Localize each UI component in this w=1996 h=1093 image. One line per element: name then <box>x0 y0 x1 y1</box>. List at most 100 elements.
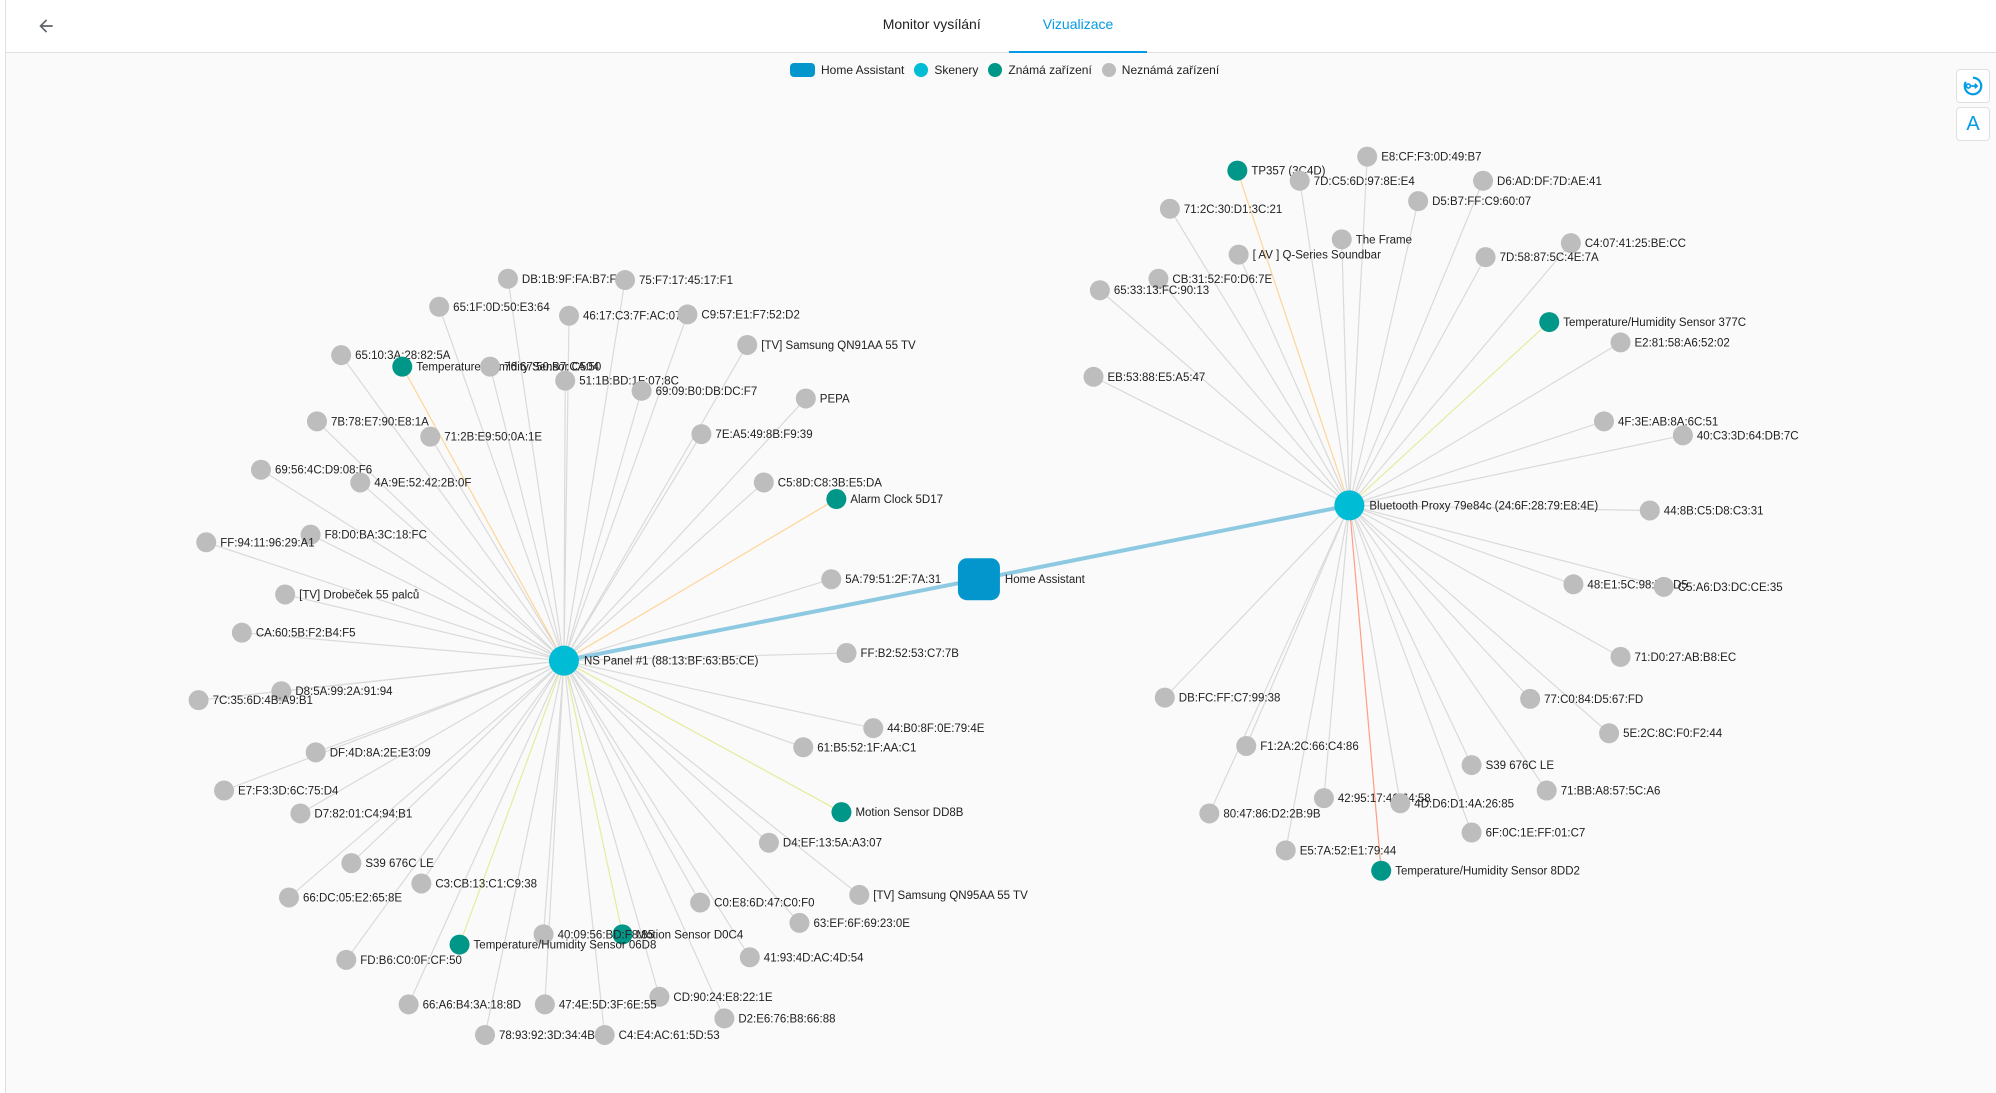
unknown-device-node[interactable]: 41:93:4D:AC:4D:54 <box>739 947 864 968</box>
legend-scanners[interactable]: Skenery <box>914 63 978 77</box>
known-device-node[interactable]: TP357 (3C4D) <box>1227 160 1326 181</box>
unknown-device-node[interactable]: E8:CF:F3:0D:49:B7 <box>1357 146 1482 167</box>
unknown-device-node[interactable]: 75:F7:17:45:17:F1 <box>615 270 733 291</box>
unknown-device-node[interactable]: C0:E8:6D:47:C0:F0 <box>690 892 815 913</box>
unknown-device-node[interactable]: 51:1B:BD:1F:07:8C <box>555 370 679 391</box>
unknown-device-node[interactable]: C5:8D:C8:3B:E5:DA <box>753 472 883 493</box>
unknown-device-node[interactable]: 7E:A5:49:8B:F9:39 <box>691 424 813 445</box>
unknown-device-node[interactable]: 7D:58:87:5C:4E:7A <box>1475 247 1599 268</box>
unknown-device-node[interactable]: 71:BB:A8:57:5C:A6 <box>1536 780 1661 801</box>
unknown-device-node[interactable]: 7B:78:E7:90:E8:1A <box>306 411 429 432</box>
home-assistant-node[interactable]: Home Assistant <box>957 558 1086 601</box>
unknown-device-node[interactable]: DF:4D:8A:2E:E3:09 <box>305 742 431 763</box>
unknown-device-node[interactable]: D6:AD:DF:7D:AE:41 <box>1473 170 1602 191</box>
unknown-device-node[interactable]: 66:A6:B4:3A:18:8D <box>398 994 521 1015</box>
unknown-device-node[interactable]: The Frame <box>1331 229 1412 250</box>
unknown-device-node[interactable]: 69:09:B0:DB:DC:F7 <box>631 380 758 401</box>
unknown-device-node[interactable]: F1:2A:2C:66:C4:86 <box>1236 735 1359 756</box>
unknown-device-node[interactable]: S39 676C LE <box>341 853 434 874</box>
unknown-device-node[interactable]: 5E:2C:8C:F0:F2:44 <box>1599 723 1723 744</box>
unknown-device-node[interactable]: [TV] Drobeček 55 palců <box>275 584 419 605</box>
device-edge <box>563 660 842 813</box>
unknown-device-node[interactable]: PEPA <box>795 388 850 409</box>
unknown-device-node[interactable]: 47:4E:5D:3F:6E:55 <box>534 994 657 1015</box>
scanner-node[interactable]: Bluetooth Proxy 79e84c (24:6F:28:79:E8:4… <box>1334 490 1598 521</box>
node-label: EB:53:88:E5:A5:47 <box>1108 372 1206 384</box>
unknown-device-node[interactable]: 76:67:50:B7:CA:50 <box>480 356 601 377</box>
unknown-device-node[interactable]: 4F:3E:AB:8A:6C:51 <box>1593 411 1718 432</box>
known-device-node[interactable]: Motion Sensor D0C4 <box>612 924 744 945</box>
unknown-device-node[interactable]: 4D:D6:D1:4A:26:85 <box>1390 793 1514 814</box>
unknown-device-node[interactable]: 65:1F:0D:50:E3:64 <box>429 296 550 317</box>
legend-unknown-devices[interactable]: Neznámá zařízení <box>1101 63 1220 77</box>
unknown-device-node[interactable]: 42:95:17:46:64:58 <box>1313 788 1431 809</box>
unknown-device-node[interactable]: 7D:C5:6D:97:8E:E4 <box>1289 170 1416 191</box>
unknown-device-node[interactable]: 46:17:C3:7F:AC:07 <box>559 305 681 326</box>
unknown-device-node[interactable]: 65:33:13:FC:90:13 <box>1089 280 1209 301</box>
legend-known-devices[interactable]: Známá zařízení <box>988 63 1092 77</box>
unknown-device-node[interactable]: CD:90:24:E8:22:1E <box>649 986 773 1007</box>
unknown-device-node[interactable]: DB:1B:9F:FA:B7:FB <box>497 268 625 289</box>
known-device-node[interactable]: Temperature/Humidity Sensor 377C <box>1539 312 1746 333</box>
unknown-device-node[interactable]: DB:FC:FF:C7:99:38 <box>1154 687 1281 708</box>
known-device-node[interactable]: Motion Sensor DD8B <box>831 802 964 823</box>
scanner-node[interactable]: NS Panel #1 (88:13:BF:63:B5:CE) <box>548 645 759 676</box>
unknown-device-node[interactable]: CB:31:52:F0:D6:7E <box>1148 268 1272 289</box>
unknown-device-node[interactable]: [TV] Samsung QN95AA 55 TV <box>849 884 1028 905</box>
known-device-node[interactable]: Temperature/Humidity Sensor 8DD2 <box>1371 860 1580 881</box>
unknown-device-node[interactable]: 7C:35:6D:4B:A9:B1 <box>188 690 313 711</box>
unknown-device-node[interactable]: 40:09:56:BD:F8:85 <box>533 924 655 945</box>
unknown-device-node[interactable]: 71:2C:30:D1:3C:21 <box>1159 198 1282 219</box>
known-device-node[interactable]: Temperature/Humidity Sensor C504 <box>392 356 600 377</box>
unknown-device-node[interactable]: FF:B2:52:53:C7:7B <box>836 643 960 664</box>
unknown-device-node[interactable]: 63:EF:6F:69:23:0E <box>789 912 910 933</box>
unknown-device-node[interactable]: C3:CB:13:C1:C9:38 <box>411 873 537 894</box>
unknown-device-node[interactable]: 40:C3:3D:64:DB:7C <box>1672 425 1799 446</box>
unknown-device-node[interactable]: 71:D0:27:AB:B8:EC <box>1610 646 1737 667</box>
unknown-device-node[interactable]: 6F:0C:1E:FF:01:C7 <box>1461 822 1586 843</box>
unknown-device-node[interactable]: 44:B0:8F:0E:79:4E <box>863 718 985 739</box>
unknown-device-node[interactable]: 65:10:3A:28:82:5A <box>331 345 451 366</box>
legend-label: Neznámá zařízení <box>1121 63 1220 77</box>
unknown-device-node[interactable]: D4:EF:13:5A:A3:07 <box>758 832 882 853</box>
unknown-device-node[interactable]: 61:B5:52:1F:AA:C1 <box>793 737 916 758</box>
unknown-device-node[interactable]: F8:D0:BA:3C:18:FC <box>300 524 427 545</box>
unknown-device-node[interactable]: D5:B7:FF:C9:60:07 <box>1408 191 1531 212</box>
back-button[interactable] <box>32 12 60 40</box>
unknown-device-node[interactable]: 44:8B:C5:D8:C3:31 <box>1639 500 1764 521</box>
known-device-node[interactable]: Temperature/Humidity Sensor 06D8 <box>449 934 657 955</box>
unknown-device-node[interactable]: FD:B6:C0:0F:CF:50 <box>336 949 462 970</box>
unknown-device-node[interactable]: 78:93:92:3D:34:4B <box>475 1024 595 1045</box>
unknown-device-node[interactable]: 77:C0:84:D5:67:FD <box>1520 688 1643 709</box>
unknown-device-node[interactable]: 71:2B:E9:50:0A:1E <box>420 426 542 447</box>
unknown-device-node[interactable]: E5:7A:52:E1:79:44 <box>1275 840 1397 861</box>
unknown-device-node[interactable]: D7:82:01:C4:94:B1 <box>290 803 412 824</box>
layout-toggle-button[interactable] <box>1956 69 1990 103</box>
unknown-device-node[interactable]: FF:94:11:96:29:A1 <box>196 532 315 553</box>
unknown-device-node[interactable]: E2:81:58:A6:52:02 <box>1610 332 1730 353</box>
unknown-device-node[interactable]: D8:5A:99:2A:91:94 <box>271 681 393 702</box>
unknown-device-node[interactable]: C4:07:41:25:BE:CC <box>1560 233 1686 254</box>
unknown-device-node[interactable]: CA:60:5B:F2:B4:F5 <box>231 622 356 643</box>
tab-visualization[interactable]: Vizualizace <box>1008 0 1148 53</box>
unknown-device-node[interactable]: S39 676C LE <box>1461 755 1555 776</box>
label-toggle-button[interactable]: A <box>1956 107 1990 141</box>
device-edge <box>563 380 566 661</box>
tab-monitor[interactable]: Monitor vysílání <box>882 16 981 32</box>
unknown-device-node[interactable]: 69:56:4C:D9:08:F6 <box>250 459 372 480</box>
unknown-device-node[interactable]: D2:E6:76:B8:66:88 <box>714 1008 836 1029</box>
unknown-device-node[interactable]: C9:57:E1:F7:52:D2 <box>677 304 800 325</box>
unknown-device-node[interactable]: C4:E4:AC:61:5D:53 <box>594 1024 720 1045</box>
unknown-device-node[interactable]: E7:F3:3D:6C:75:D4 <box>214 780 339 801</box>
unknown-device-node[interactable]: 5A:79:51:2F:7A:31 <box>821 569 941 590</box>
unknown-device-node[interactable]: 80:47:86:D2:2B:9B <box>1199 803 1321 824</box>
legend-home-assistant[interactable]: Home Assistant <box>790 63 904 77</box>
unknown-device-node[interactable]: 4A:9E:52:42:2B:0F <box>350 472 471 493</box>
unknown-device-node[interactable]: C5:A6:D3:DC:CE:35 <box>1653 576 1783 597</box>
known-device-node[interactable]: Alarm Clock 5D17 <box>826 489 943 510</box>
unknown-device-node[interactable]: [TV] Samsung QN91AA 55 TV <box>737 334 916 355</box>
unknown-device-node[interactable]: [ AV ] Q-Series Soundbar <box>1228 244 1381 265</box>
unknown-device-node[interactable]: 66:DC:05:E2:65:8E <box>278 887 402 908</box>
unknown-device-node[interactable]: EB:53:88:E5:A5:47 <box>1083 366 1206 387</box>
